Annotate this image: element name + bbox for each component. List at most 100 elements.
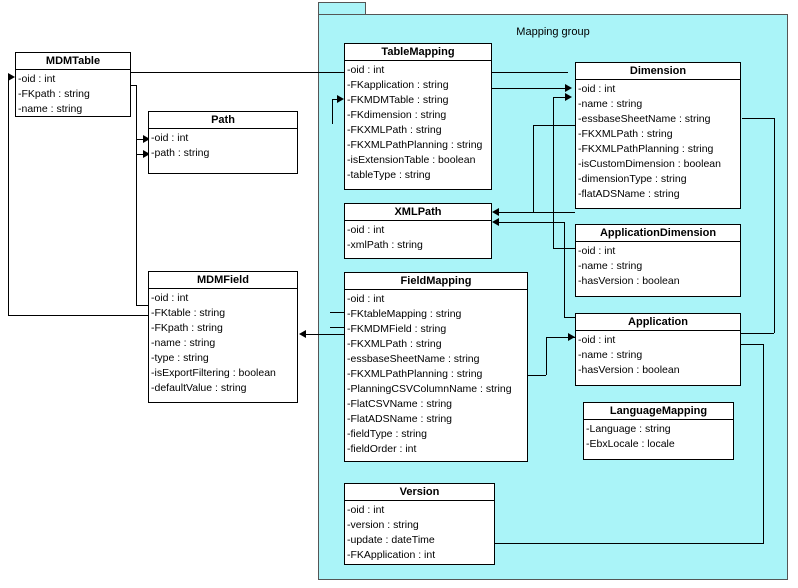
class-attrs-fieldmapping: -oid : int -FKtableMapping : string -FKM… [345,290,527,457]
attribute: -FKpath : string [151,322,223,334]
arrowhead-mdmfield-right [299,330,306,338]
connector-tablemapping-dimension [492,88,569,89]
connector-mdmfield-oid [136,305,150,306]
class-name-version: Version [345,484,494,501]
class-name-fieldmapping: FieldMapping [345,273,527,290]
connector-application-right-1-top [742,118,775,119]
attribute: -FKXMLPath : string [578,128,673,140]
attribute: -Language : string [586,423,671,435]
class-attrs-version: -oid : int -version : string -update : d… [345,501,494,563]
attribute: -type : string [151,352,209,364]
connector-xmlpath-lower [499,222,564,223]
attribute: -isCustomDimension : boolean [578,158,721,170]
attribute: -tableType : string [347,169,431,181]
class-name-path: Path [149,112,297,129]
class-xmlpath[interactable]: XMLPath -oid : int -xmlPath : string [344,203,492,259]
connector-fieldmapping-application [546,337,575,338]
connector-tablemapping-fkmdmtable-v [332,99,333,124]
attribute: -FKXMLPathPlanning : string [347,139,483,151]
attribute: -oid : int [151,132,189,144]
attribute: -FlatCSVName : string [347,398,453,410]
connector-appdimension-dimension-h [553,97,569,98]
class-name-tablemapping: TableMapping [345,44,491,61]
class-attrs-mdmtable: -oid : int -FKpath : string -name : stri… [16,70,130,117]
attribute: -FKdimension : string [347,109,447,121]
class-version[interactable]: Version -oid : int -version : string -up… [344,483,495,565]
connector-fieldmapping-right-v [546,337,547,375]
attribute: -oid : int [578,83,616,95]
connector-mdmtable-stub-v [136,85,137,105]
attribute: -FKXMLPathPlanning : string [347,368,483,380]
attribute: -FKtableMapping : string [347,308,462,320]
class-attrs-xmlpath: -oid : int -xmlPath : string [345,221,491,253]
class-applicationdimension[interactable]: ApplicationDimension -oid : int -name : … [575,224,741,297]
connector-fieldmapping-right-h [525,375,546,376]
package-tab [318,2,366,15]
attribute: -FKApplication : int [347,549,436,561]
arrowhead-tablemapping-fkmdmtable [337,95,344,103]
attribute: -xmlPath : string [347,239,423,251]
attribute: -oid : int [347,504,385,516]
class-mdmtable[interactable]: MDMTable -oid : int -FKpath : string -na… [15,52,131,117]
connector-appdimension-dimension-v [553,97,554,248]
class-dimension[interactable]: Dimension -oid : int -name : string -ess… [575,62,741,209]
connector-fieldmapping-fktablemapping [330,312,344,313]
arrowhead-path-path [143,150,150,158]
class-name-xmlpath: XMLPath [345,204,491,221]
class-languagemapping[interactable]: LanguageMapping -Language : string -EbxL… [583,402,734,460]
connector-path-path [136,154,148,155]
attribute: -name : string [18,103,83,115]
connector-application-right-2-v [763,344,764,543]
class-name-application: Application [576,314,740,331]
class-attrs-dimension: -oid : int -name : string -essbaseSheetN… [576,80,740,202]
attribute: -path : string [151,147,210,159]
arrowhead-xmlpath-lower [492,218,499,226]
class-path[interactable]: Path -oid : int -path : string [148,111,298,174]
arrowhead-dimension-oid [565,84,572,92]
class-fieldmapping[interactable]: FieldMapping -oid : int -FKtableMapping … [344,272,528,462]
attribute: -name : string [578,260,643,272]
connector-application-right-1-h [740,333,774,334]
arrowhead-path-oid [143,135,150,143]
attribute: -oid : int [347,64,385,76]
attribute: -defaultValue : string [151,382,247,394]
class-name-languagemapping: LanguageMapping [584,403,733,420]
arrowhead-mdmtable-oid [8,73,15,81]
attribute: -FlatADSName : string [347,413,453,425]
attribute: -FKtable : string [151,307,226,319]
attribute: -hasVersion : boolean [578,275,680,287]
connector-application-right-2-h [740,344,763,345]
attribute: -name : string [151,337,216,349]
attribute: -oid : int [151,292,189,304]
class-attrs-languagemapping: -Language : string -EbxLocale : locale [584,420,733,452]
attribute: -FKapplication : string [347,79,449,91]
connector-dimension-xmlpath-h [533,212,575,213]
class-mdmfield[interactable]: MDMField -oid : int -FKtable : string -F… [148,271,298,403]
connector-mdmtable-left-loop-h [8,315,150,316]
class-application[interactable]: Application -oid : int -name : string -h… [575,313,741,386]
attribute: -FKXMLPath : string [347,338,442,350]
class-tablemapping[interactable]: TableMapping -oid : int -FKapplication :… [344,43,492,190]
attribute: -name : string [578,98,643,110]
attribute: -FKMDMField : string [347,323,447,335]
connector-fkpath-trunk [136,105,137,305]
attribute: -name : string [578,349,643,361]
class-attrs-applicationdimension: -oid : int -name : string -hasVersion : … [576,242,740,289]
attribute: -EbxLocale : locale [586,438,675,450]
attribute: -essbaseSheetName : string [347,353,480,365]
attribute: -PlanningCSVColumnName : string [347,383,512,395]
class-attrs-application: -oid : int -name : string -hasVersion : … [576,331,740,378]
attribute: -isExportFiltering : boolean [151,367,276,379]
connector-dimension-xmlpath-top [533,125,575,126]
class-name-applicationdimension: ApplicationDimension [576,225,740,242]
class-name-mdmtable: MDMTable [16,53,130,70]
connector-dimension-xmlpath-v [533,125,534,213]
connector-application-right-1-v [774,118,775,333]
attribute: -essbaseSheetName : string [578,113,711,125]
arrowhead-dimension-second [565,93,572,101]
attribute: -update : dateTime [347,534,435,546]
class-attrs-tablemapping: -oid : int -FKapplication : string -FKMD… [345,61,491,183]
attribute: -isExtensionTable : boolean [347,154,476,166]
attribute: -oid : int [578,245,616,257]
attribute: -oid : int [347,224,385,236]
